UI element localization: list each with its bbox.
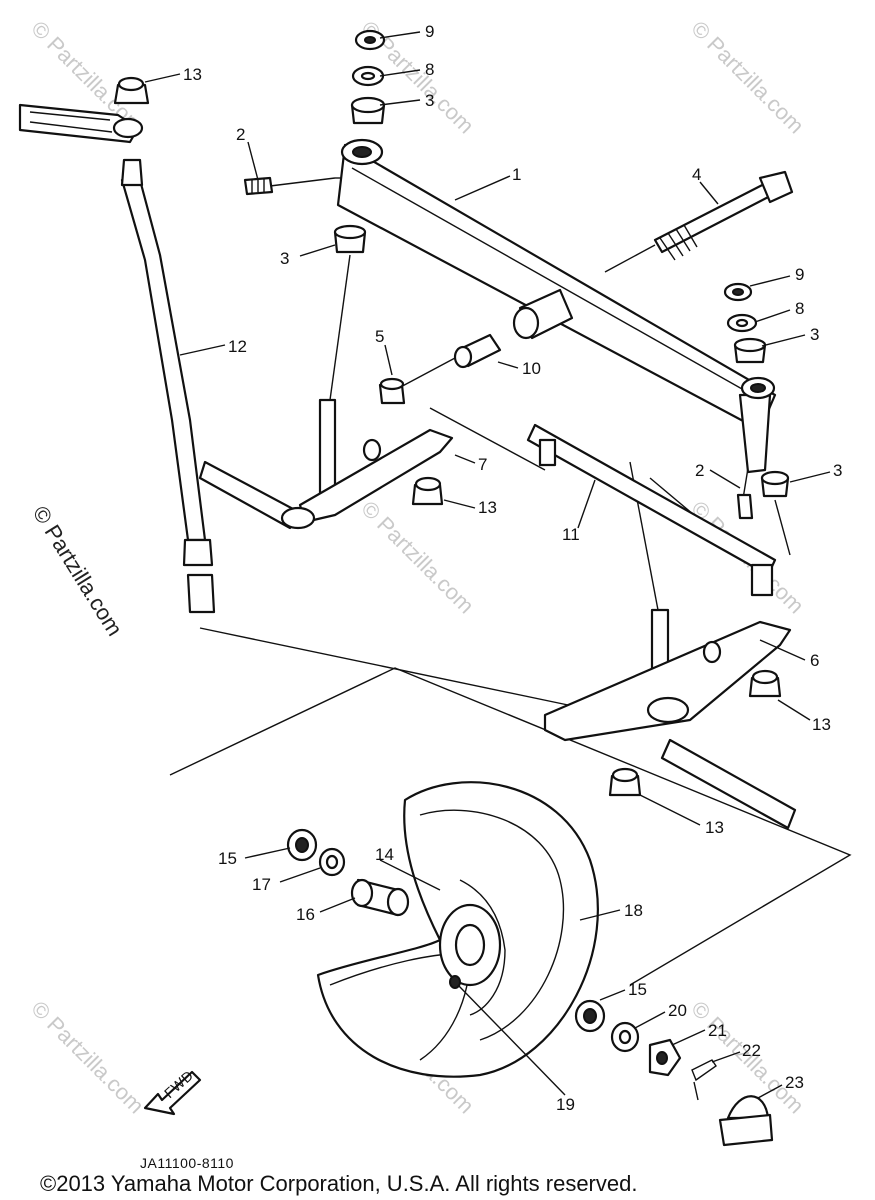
callout-19: 19	[556, 1095, 575, 1114]
front-wheel-tire	[316, 781, 599, 1078]
callout-2: 2	[236, 125, 245, 144]
washer-stack-right	[723, 282, 767, 364]
callout-15: 15	[628, 980, 647, 999]
copyright-notice: ©2013 Yamaha Motor Corporation, U.S.A. A…	[40, 1171, 637, 1196]
right-spindle	[543, 608, 797, 830]
axle-nut	[648, 1038, 682, 1077]
center-tie-rod	[526, 423, 777, 597]
callout-3: 3	[833, 461, 842, 480]
callout-7: 7	[478, 455, 487, 474]
assembly-lines	[169, 177, 852, 986]
callout-23: 23	[785, 1073, 804, 1092]
watermark: © Partzilla.com	[686, 16, 809, 139]
callout-13: 13	[478, 498, 497, 517]
castle-nut	[378, 377, 406, 405]
bearing-right	[574, 999, 606, 1033]
watermark: © Partzilla.com	[356, 496, 479, 619]
front-axle-beam	[336, 138, 777, 474]
callout-14: 14	[375, 845, 394, 864]
forward-arrow-icon: FWD	[143, 1067, 202, 1116]
hub-cap	[718, 1095, 774, 1147]
callout-13: 13	[812, 715, 831, 734]
callout-21: 21	[708, 1021, 727, 1040]
bearing-left	[286, 828, 318, 862]
side-watermark: © Partzilla.com	[28, 501, 128, 640]
callout-17: 17	[252, 875, 271, 894]
left-spindle	[198, 398, 454, 530]
callout-5: 5	[375, 327, 384, 346]
callout-18: 18	[624, 901, 643, 920]
spacer-collar	[350, 878, 410, 917]
callout-1: 1	[512, 165, 521, 184]
callout-20: 20	[668, 1001, 687, 1020]
callout-9: 9	[425, 22, 434, 41]
tie-rod	[120, 158, 216, 614]
nut-middle	[411, 476, 444, 506]
leader-lines	[144, 31, 831, 1099]
callout-3: 3	[280, 249, 289, 268]
nut-right-upper	[748, 669, 782, 698]
washer-right	[610, 1021, 640, 1053]
callout-labels: 9 8 3 13 2 1 4 3 9 8 3 5 10 12 7 13 2 3 …	[183, 22, 842, 1114]
cotter-pin	[691, 1059, 717, 1101]
callout-8: 8	[795, 299, 804, 318]
callout-4: 4	[692, 165, 701, 184]
callout-12: 12	[228, 337, 247, 356]
grease-bolt-top	[243, 176, 274, 196]
grease-bolt-right	[736, 493, 754, 520]
oil-seal-left	[318, 847, 346, 877]
callout-9: 9	[795, 265, 804, 284]
steering-arm-end	[18, 103, 144, 144]
callout-16: 16	[296, 905, 315, 924]
grease-fitting	[453, 333, 502, 369]
callout-15: 15	[218, 849, 237, 868]
callout-2: 2	[695, 461, 704, 480]
callout-3: 3	[810, 325, 819, 344]
bushing-left	[333, 224, 367, 254]
callout-22: 22	[742, 1041, 761, 1060]
callout-10: 10	[522, 359, 541, 378]
callout-13: 13	[183, 65, 202, 84]
callout-11: 11	[562, 525, 580, 544]
nut-right-lower	[608, 767, 642, 797]
watermark: © Partzilla.com	[26, 996, 149, 1119]
callout-13: 13	[705, 818, 724, 837]
nut-top	[113, 76, 150, 105]
diagram-reference-code: JA11100-8110	[140, 1155, 234, 1171]
washer-stack-top	[350, 29, 386, 125]
long-bolt	[653, 170, 794, 261]
callout-6: 6	[810, 651, 819, 670]
bushing-right	[760, 470, 790, 498]
callout-3: 3	[425, 91, 434, 110]
callout-8: 8	[425, 60, 434, 79]
